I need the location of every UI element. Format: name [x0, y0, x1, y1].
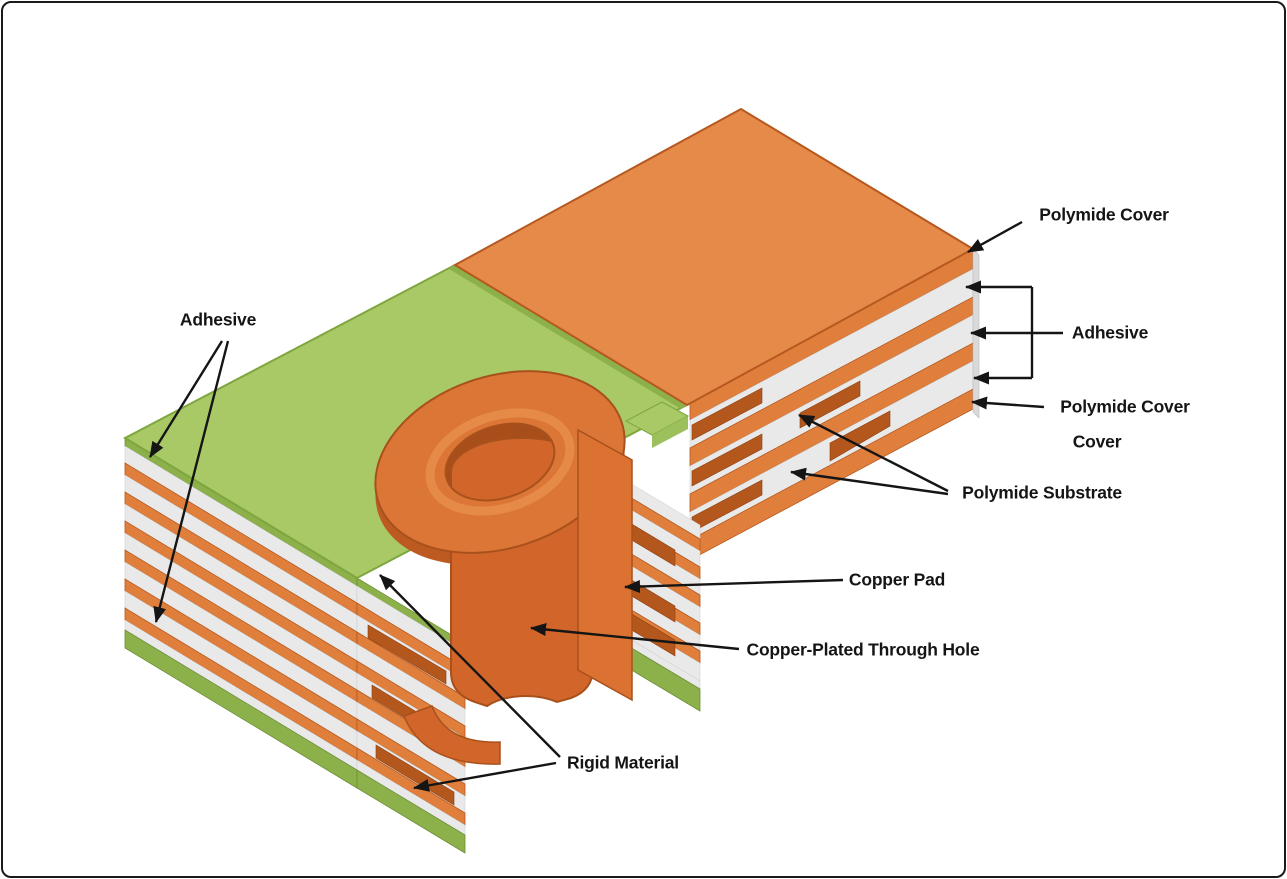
rigid-tab-edge-sliver — [652, 416, 688, 448]
through-hole-annular-ring — [374, 370, 626, 554]
leader-adhesive-left-1 — [148, 340, 224, 458]
leader-rigid-material-1 — [379, 574, 561, 758]
leader-copper-pad — [624, 578, 844, 594]
label-copper-plated-through-hole: Copper-Plated Through Hole — [746, 639, 980, 660]
copper-pad-cross-section — [829, 410, 891, 462]
leader-polymide-cover-top — [967, 220, 1023, 254]
label-polymide-cover-right-line1: Polymide Cover — [1060, 396, 1190, 417]
label-rigid-material: Rigid Material — [567, 752, 679, 773]
leader-polymide-cover-right — [971, 396, 1045, 410]
label-copper-pad: Copper Pad — [848, 569, 946, 590]
leader-polymide-substrate-2 — [790, 467, 949, 496]
copper-pad-cross-section — [367, 624, 447, 685]
rigid-left-end-face-layers — [124, 437, 358, 789]
leader-polymide-substrate-1 — [798, 413, 949, 493]
label-adhesive-right: Adhesive — [1071, 322, 1149, 343]
leader-copper-plated-through-hole — [530, 623, 740, 651]
flex-front-face-layers — [689, 248, 974, 561]
copper-pad-cross-section — [691, 433, 763, 487]
label-adhesive-left: Adhesive — [179, 309, 257, 330]
leader-adhesive-left-2 — [153, 340, 230, 623]
rigid-material-layer — [356, 769, 466, 854]
label-polymide-cover-right-line2: Cover — [1072, 431, 1122, 452]
annular-ring-rim-highlight — [425, 408, 575, 516]
label-polymide-substrate: Polymide Substrate — [962, 482, 1122, 503]
copper-pad-cross-section — [375, 744, 455, 806]
through-hole-cut-lip — [577, 428, 633, 702]
through-hole-bottom-ring-foot — [403, 705, 501, 765]
rigid-cover-edge-strip — [449, 265, 687, 409]
copper-through-hole — [374, 370, 633, 765]
leader-lines — [148, 220, 1063, 792]
label-polymide-cover-top: Polymide Cover — [1039, 204, 1169, 225]
copper-pad-cross-section — [691, 387, 763, 441]
leader-rigid-material-2 — [413, 761, 557, 792]
